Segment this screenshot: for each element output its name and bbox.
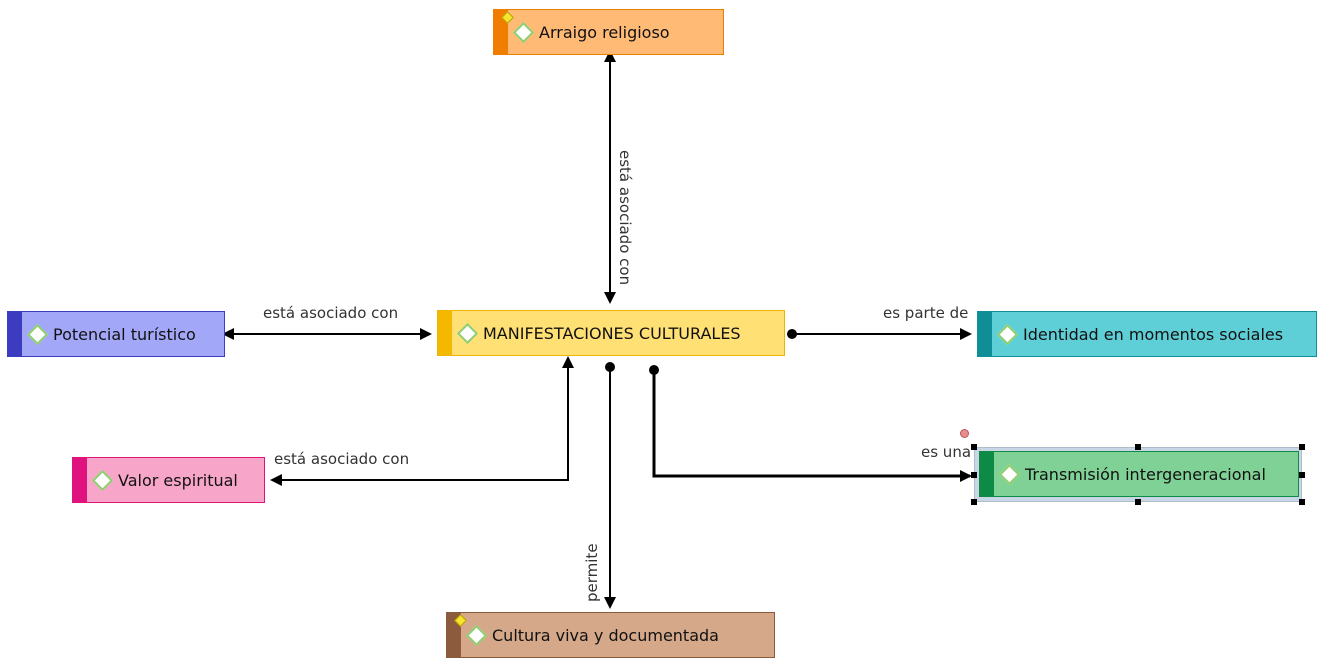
- resize-handle-tl[interactable]: [971, 444, 977, 450]
- resize-handle-br[interactable]: [1299, 499, 1305, 505]
- relation-label-identidad: es parte de: [883, 304, 968, 322]
- node-label: Valor espiritual: [118, 470, 238, 490]
- node-label: Potencial turístico: [53, 324, 196, 344]
- resize-handle-bc[interactable]: [1135, 499, 1141, 505]
- relation-label-transmision: es una: [921, 443, 971, 461]
- node-label: Arraigo religioso: [539, 22, 670, 42]
- node-valor-espiritual[interactable]: Valor espiritual: [72, 457, 265, 503]
- node-color-strip: [978, 312, 992, 356]
- node-color-strip: [980, 452, 994, 496]
- node-label: Identidad en momentos sociales: [1023, 324, 1284, 344]
- link-transmision[interactable]: [652, 370, 972, 482]
- diamond-icon: [26, 323, 49, 345]
- node-identidad-momentos-sociales[interactable]: Identidad en momentos sociales: [977, 311, 1317, 357]
- relation-label-valor: está asociado con: [274, 450, 409, 468]
- relation-label-arraigo: está asociado con: [616, 150, 634, 285]
- resize-handle-bl[interactable]: [971, 499, 977, 505]
- relation-label-potencial: está asociado con: [263, 304, 398, 322]
- diamond-icon: [465, 624, 488, 646]
- node-color-strip: [73, 458, 87, 502]
- resize-handle-ml[interactable]: [971, 472, 977, 478]
- node-label: Transmisión intergeneracional: [1025, 464, 1266, 484]
- node-arraigo-religioso[interactable]: Arraigo religioso: [493, 9, 724, 55]
- node-transmision-intergeneracional[interactable]: Transmisión intergeneracional: [979, 451, 1299, 497]
- diamond-icon: [998, 463, 1021, 485]
- node-color-strip: [8, 312, 22, 356]
- node-label: MANIFESTACIONES CULTURALES: [483, 323, 741, 343]
- link-cultura-origin: [605, 362, 615, 372]
- resize-handle-tc[interactable]: [1135, 444, 1141, 450]
- node-color-strip: [438, 311, 452, 355]
- resize-handle-mr[interactable]: [1299, 472, 1305, 478]
- link-identidad-origin: [787, 329, 797, 339]
- diamond-icon: [456, 322, 479, 344]
- link-transmision-origin: [649, 365, 659, 375]
- diamond-icon: [512, 21, 535, 43]
- node-label: Cultura viva y documentada: [492, 625, 719, 645]
- diamond-icon: [91, 469, 114, 491]
- node-potencial-turistico[interactable]: Potencial turístico: [7, 311, 225, 357]
- resize-handle-tr[interactable]: [1299, 444, 1305, 450]
- node-manifestaciones-culturales[interactable]: MANIFESTACIONES CULTURALES: [437, 310, 785, 356]
- rotation-handle[interactable]: [960, 429, 969, 438]
- node-cultura-viva-documentada[interactable]: Cultura viva y documentada: [446, 612, 775, 658]
- relation-label-cultura: permite: [583, 543, 601, 602]
- diamond-icon: [996, 323, 1019, 345]
- link-valor[interactable]: [270, 356, 574, 486]
